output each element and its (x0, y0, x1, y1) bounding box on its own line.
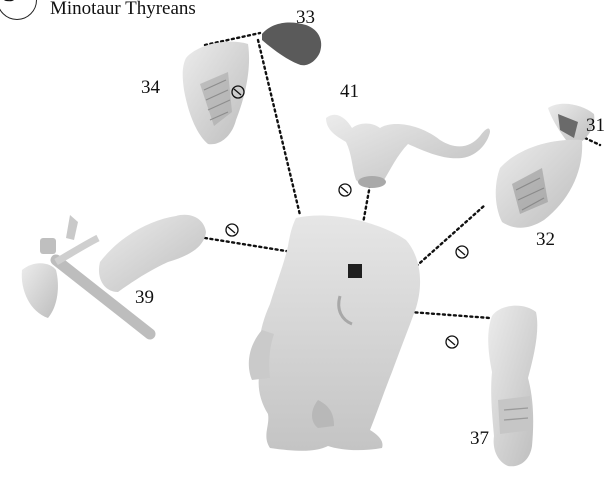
axe-arm-part (22, 215, 206, 334)
connector-leg-to-torso (410, 312, 490, 318)
glue-icon (456, 246, 468, 258)
part-label-39: 39 (135, 288, 154, 308)
connector-shoulder-to-torso (258, 40, 300, 215)
part-label-31: 31 (586, 116, 605, 136)
glue-icon (446, 336, 458, 348)
part-label-34: 34 (141, 78, 160, 98)
step-number: 3 (3, 0, 17, 7)
glue-icon (339, 184, 351, 196)
step-title: Minotaur Thyreans (50, 0, 196, 21)
part-label-41: 41 (340, 82, 359, 102)
connector-shield-to-handle (585, 138, 600, 145)
head-part (326, 115, 490, 188)
connector-arm-to-torso (205, 238, 292, 252)
shield-part (496, 104, 595, 228)
shoulder-cap-part (262, 22, 321, 65)
connector-shield-to-torso (412, 205, 485, 270)
part-label-37: 37 (470, 429, 489, 449)
torso-part (249, 215, 420, 450)
glue-icon (226, 224, 238, 236)
part-label-33: 33 (296, 8, 315, 28)
part-label-32: 32 (536, 230, 555, 250)
leg-part (488, 306, 537, 467)
